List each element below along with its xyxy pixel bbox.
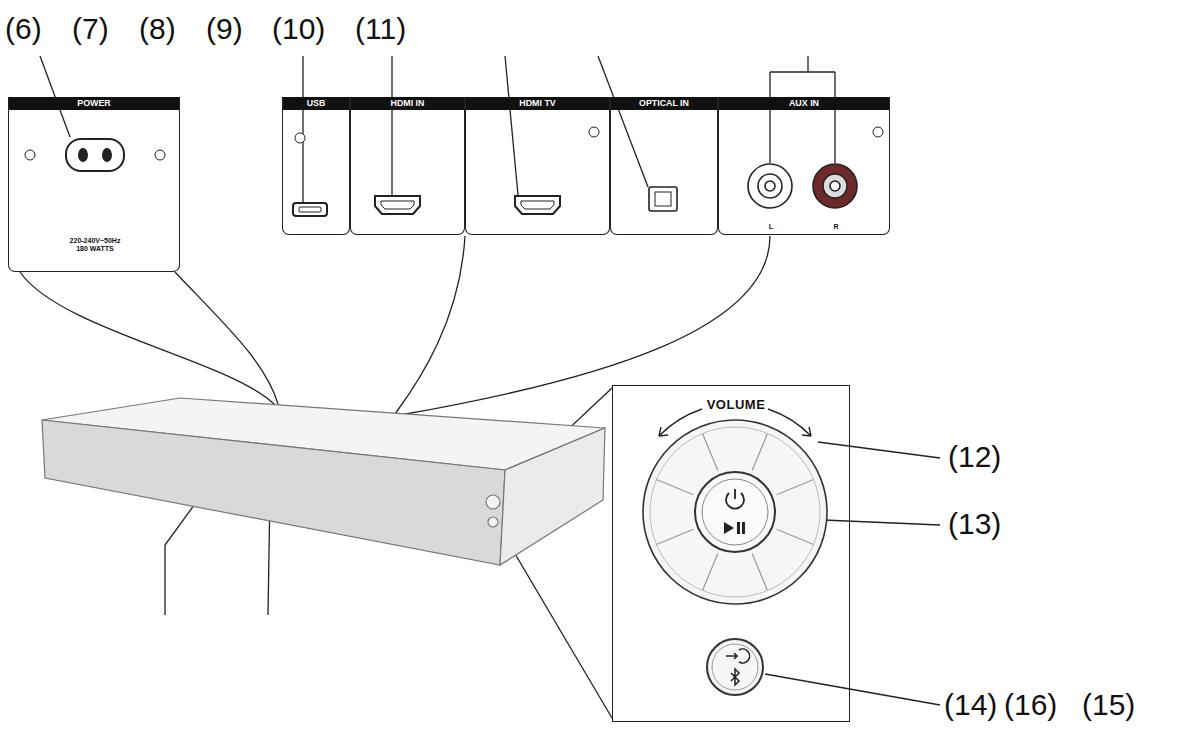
port-heading: USB: [283, 97, 349, 110]
soundbar-body: [42, 398, 605, 565]
port-heading: POWER: [9, 97, 179, 110]
leader-lines: [20, 56, 940, 718]
volume-ring: [643, 409, 827, 604]
aux-panel: AUX IN L R: [718, 97, 890, 235]
optical-panel: OPTICAL IN: [610, 97, 718, 235]
callout-number: (13): [948, 507, 1001, 541]
channel-label: L: [769, 223, 773, 230]
callout-number: (14): [944, 688, 997, 722]
callout-number: (8): [139, 12, 176, 46]
callout-number: (12): [948, 440, 1001, 474]
callout-number: (7): [72, 12, 109, 46]
power-rating: 220-240V~50Hz 180 WATTS: [64, 237, 126, 253]
callout-number: (11): [355, 12, 406, 46]
usb-port: [293, 133, 327, 216]
callout-number: (16): [1004, 688, 1057, 722]
hdmi-port: [515, 127, 599, 214]
control-label: VOLUME: [707, 397, 766, 412]
port-heading: HDMI IN: [351, 97, 464, 110]
port-heading: OPTICAL IN: [611, 97, 717, 110]
optical-port: [649, 187, 677, 211]
hdmi-port: [375, 196, 420, 214]
power-inlet: [25, 139, 165, 171]
hdmi-in-panel: HDMI IN: [350, 97, 465, 235]
callout-number: (10): [272, 12, 325, 46]
hdmi-tv-panel: HDMI TV: [465, 97, 610, 235]
channel-label: R: [833, 223, 838, 230]
usb-panel: USB: [282, 97, 350, 235]
callout-number: (15): [1082, 688, 1135, 722]
port-heading: HDMI TV: [466, 97, 609, 110]
power-panel: POWER 220-240V~50Hz 180 WATTS: [8, 97, 180, 272]
port-heading: AUX IN: [719, 97, 889, 110]
control-zoom-panel: VOLUME: [612, 385, 850, 722]
aux-jacks: [748, 127, 883, 208]
callout-number: (6): [5, 12, 42, 46]
source-button: [707, 639, 763, 695]
callout-number: (9): [206, 12, 243, 46]
